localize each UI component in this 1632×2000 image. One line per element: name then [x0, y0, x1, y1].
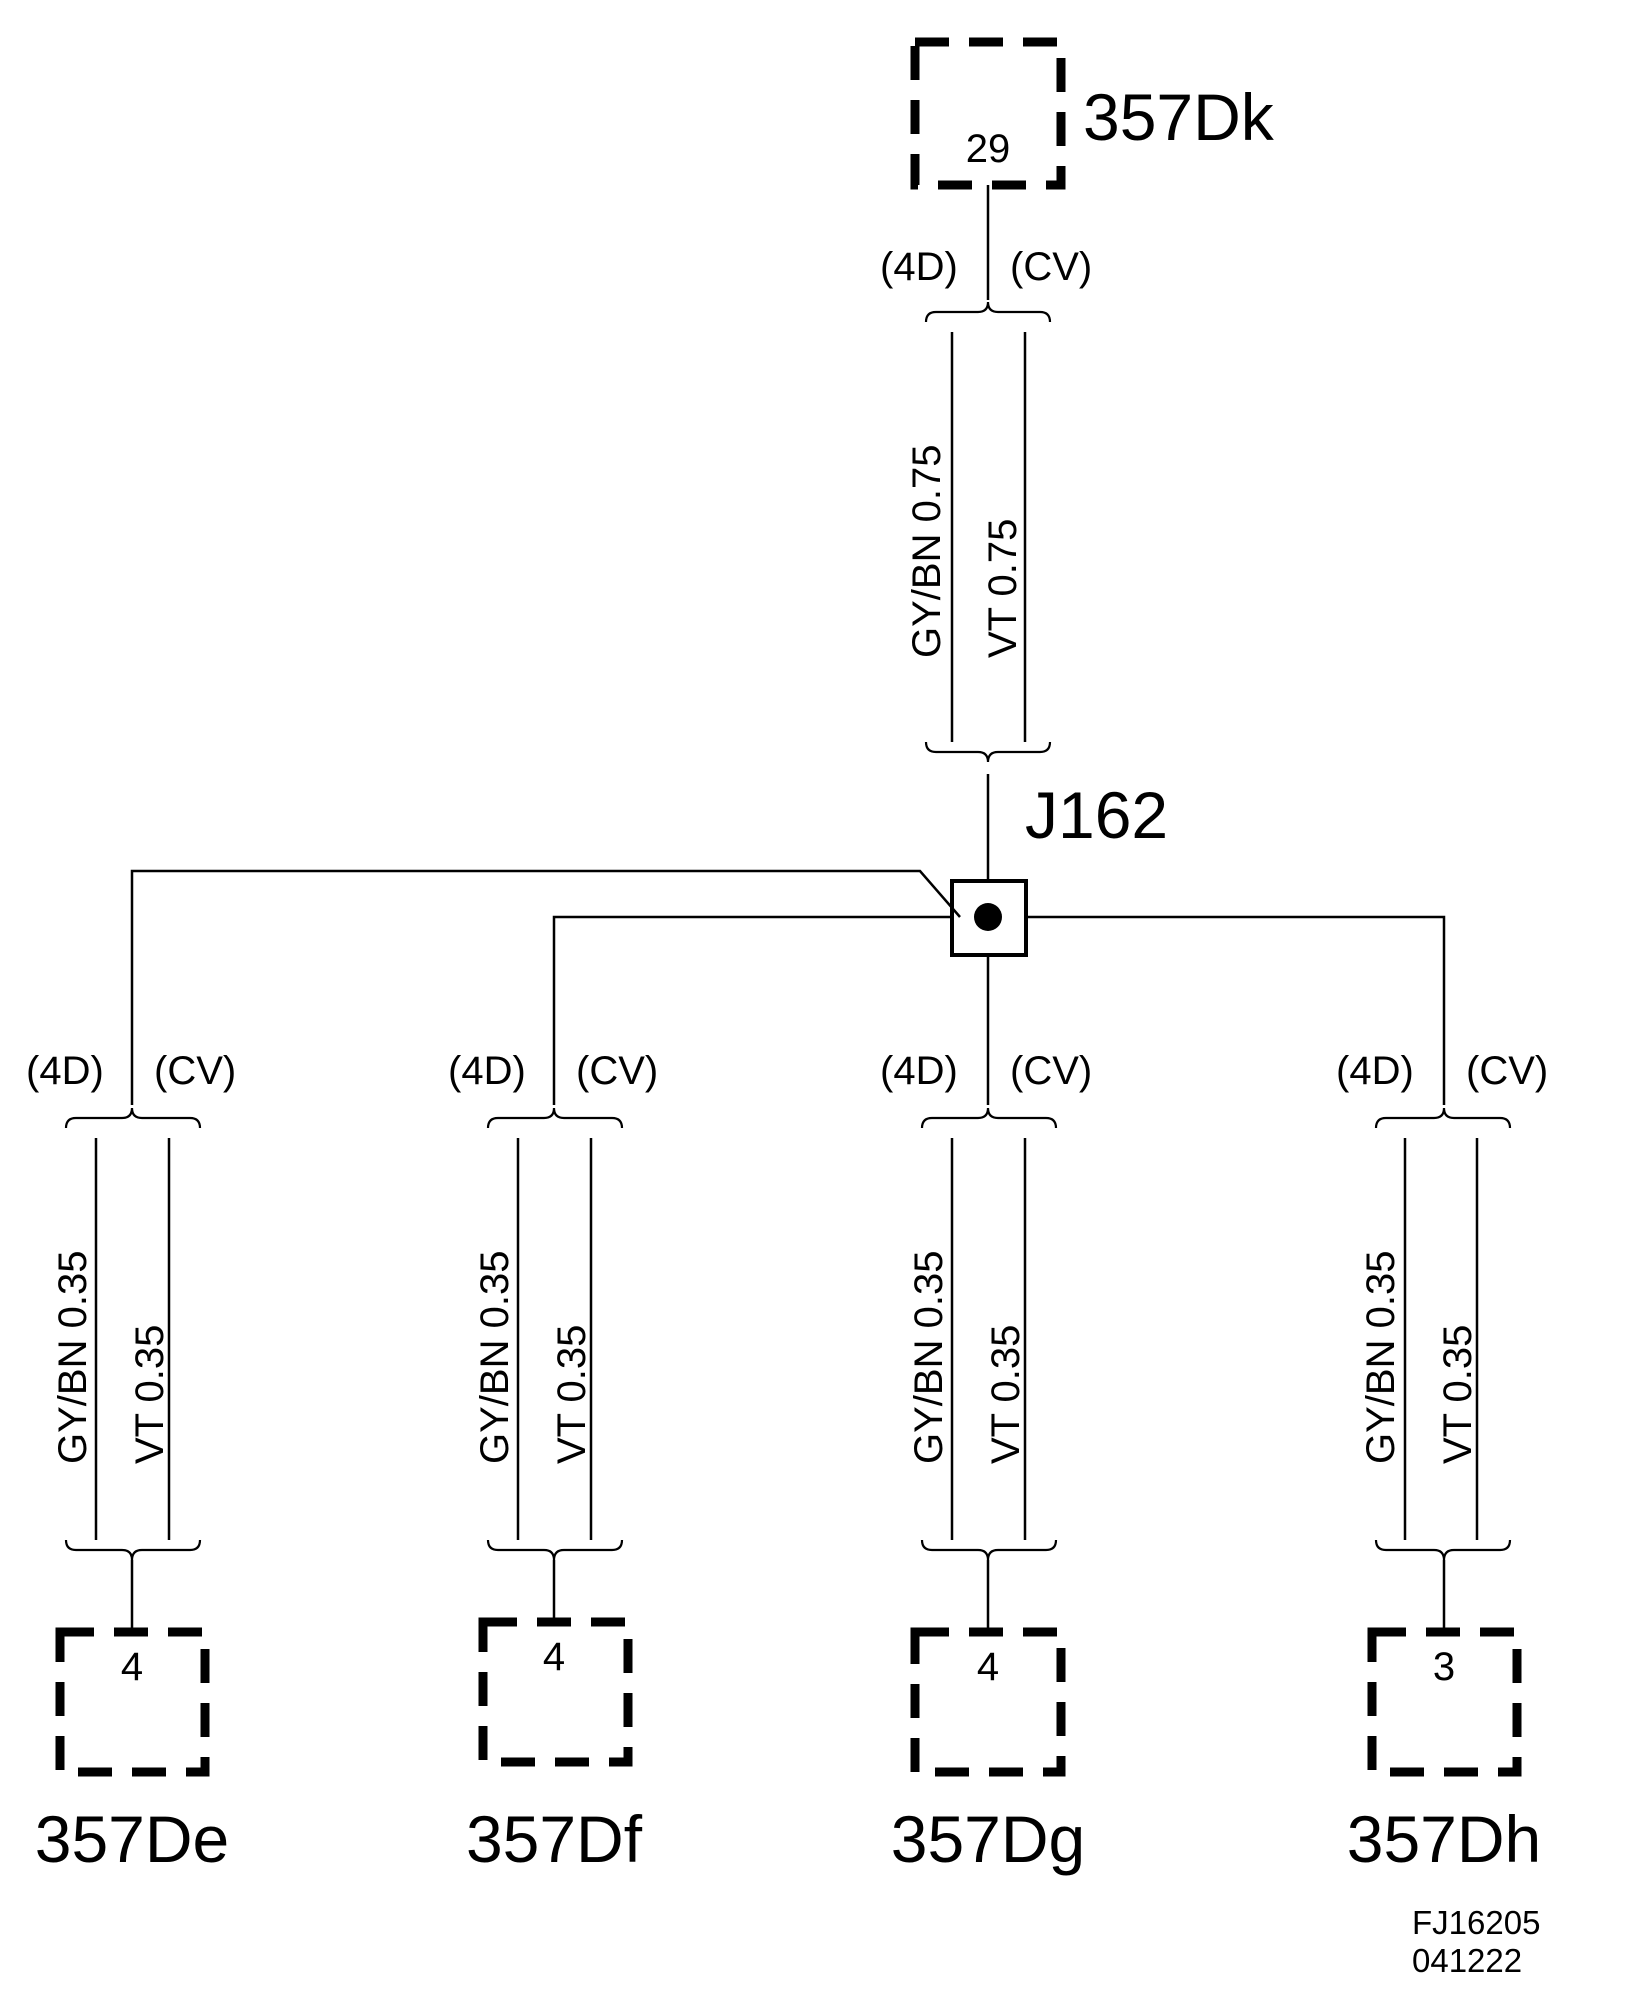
branch-357Df-wire-vt-label: VT 0.35	[550, 1325, 594, 1464]
branch-357Dg-left-tag: (4D)	[880, 1049, 958, 1093]
connector-357Df-label: 357Df	[466, 1802, 643, 1876]
branch-357Dg-brace-lower	[920, 1539, 1058, 1561]
branch-357Df-brace-lower	[486, 1539, 624, 1561]
branch-357De-left-tag: (4D)	[26, 1049, 104, 1093]
connector-357Dg-pin: 4	[977, 1645, 999, 1689]
branch-357Df-brace-upper	[486, 1107, 624, 1129]
branch-357Dh-brace-upper	[1374, 1107, 1512, 1129]
figure-code-line-2: 041222	[1412, 1942, 1522, 1979]
connector-357De-pin: 4	[121, 1645, 143, 1689]
branch-357Df-wire-gybn-label: GY/BN 0.35	[473, 1251, 517, 1464]
branch-line-357De	[130, 869, 961, 1105]
branch-357De-brace-upper	[64, 1107, 202, 1129]
connector-357Dg	[910, 1627, 1066, 1777]
connector-357Df-pin: 4	[543, 1635, 565, 1679]
connector-357Dk-pin: 29	[966, 127, 1011, 171]
top-harness-brace-lower	[924, 741, 1052, 763]
connector-357Df	[478, 1617, 633, 1767]
branch-357Dh-wire-vt-label: VT 0.35	[1436, 1325, 1480, 1464]
connector-357Dk-label: 357Dk	[1083, 80, 1275, 154]
splice-node	[974, 903, 1002, 931]
top-harness-right-tag: (CV)	[1010, 245, 1092, 289]
connector-357Dh-label: 357Dh	[1347, 1802, 1542, 1876]
connector-357Dh-pin: 3	[1433, 1645, 1455, 1689]
branch-357Dh-right-tag: (CV)	[1466, 1049, 1548, 1093]
connector-357Dk	[910, 37, 1066, 190]
branch-357De: (4D) (CV) GY/BN 0.35 VT 0.35 4 357De	[26, 1049, 236, 1876]
branch-357De-wire-gybn-label: GY/BN 0.35	[51, 1251, 95, 1464]
top-harness-brace-upper	[924, 301, 1052, 323]
connector-357De	[55, 1627, 210, 1777]
connector-357De-label: 357De	[35, 1802, 230, 1876]
branch-357De-brace-lower	[64, 1539, 202, 1561]
figure-code-line-1: FJ16205	[1412, 1904, 1540, 1941]
branch-357Dg-right-tag: (CV)	[1010, 1049, 1092, 1093]
branch-line-357Df	[552, 915, 954, 1105]
splice-label: J162	[1025, 778, 1168, 852]
branch-line-357Dh	[1026, 915, 1446, 1105]
branch-357Df-right-tag: (CV)	[576, 1049, 658, 1093]
connector-357Dh	[1367, 1627, 1522, 1777]
branch-357Dh-wire-gybn-label: GY/BN 0.35	[1359, 1251, 1403, 1464]
branch-357Df: (4D) (CV) GY/BN 0.35 VT 0.35 4 357Df	[448, 1049, 658, 1876]
branch-357Dh-brace-lower	[1374, 1539, 1512, 1561]
branch-357Dg: (4D) (CV) GY/BN 0.35 VT 0.35 4 357Dg	[880, 1049, 1092, 1876]
branch-357Dh: (4D) (CV) GY/BN 0.35 VT 0.35 3 357Dh	[1336, 1049, 1548, 1876]
branch-357Df-left-tag: (4D)	[448, 1049, 526, 1093]
branch-357Dh-left-tag: (4D)	[1336, 1049, 1414, 1093]
top-wire-gybn-label: GY/BN 0.75	[905, 445, 949, 658]
branch-357Dg-wire-gybn-label: GY/BN 0.35	[907, 1251, 951, 1464]
top-harness-left-tag: (4D)	[880, 245, 958, 289]
top-wire-vt-label: VT 0.75	[981, 519, 1025, 658]
branch-357Dg-brace-upper	[920, 1107, 1058, 1129]
branch-357Dg-wire-vt-label: VT 0.35	[984, 1325, 1028, 1464]
branch-357De-wire-vt-label: VT 0.35	[128, 1325, 172, 1464]
connector-357Dg-label: 357Dg	[891, 1802, 1086, 1876]
branch-357De-right-tag: (CV)	[154, 1049, 236, 1093]
